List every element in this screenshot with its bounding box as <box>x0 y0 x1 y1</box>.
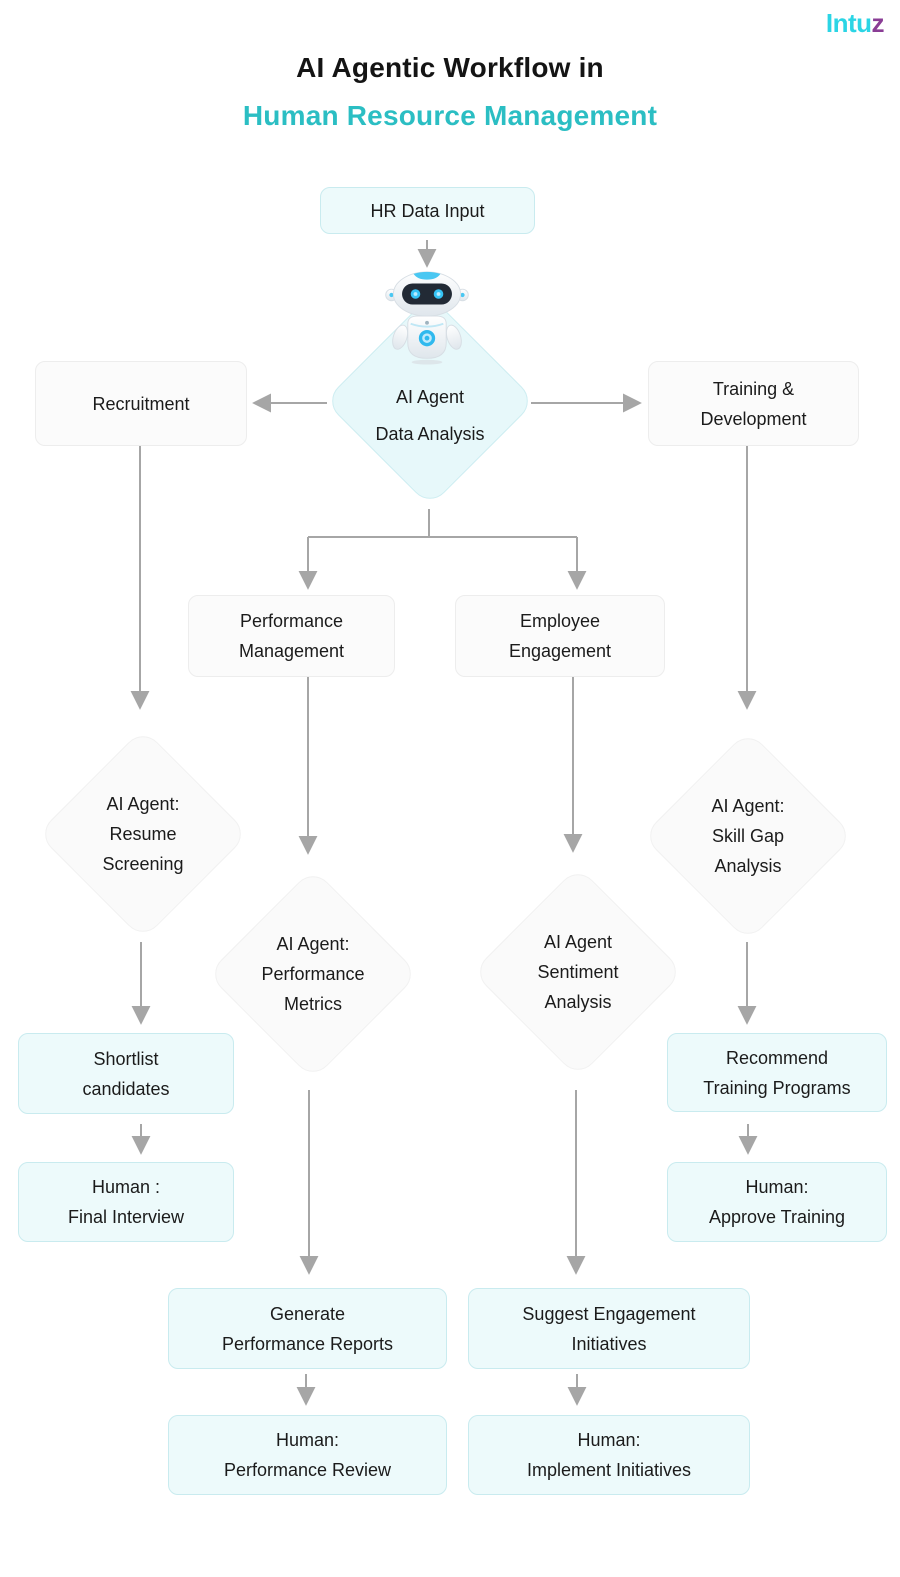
node-label-line: Recommend <box>725 1047 829 1068</box>
node-shortlist-candidates: Shortlist candidates <box>18 1033 234 1114</box>
node-label-line: AI Agent: <box>711 796 785 816</box>
node-label-line: Data Analysis <box>375 424 485 444</box>
node-label-line: Performance <box>239 611 344 631</box>
node-recruitment: Recruitment <box>35 361 247 446</box>
node-label-line: Suggest Engagement <box>522 1303 696 1324</box>
node-label-line: Resume <box>109 824 177 844</box>
node-label-line: candidates <box>82 1078 170 1099</box>
node-employee-engagement: Employee Engagement <box>455 595 665 677</box>
title-line-1: AI Agentic Workflow in <box>296 52 604 83</box>
node-label-line: Training & <box>712 378 795 399</box>
node-ai-agent-skill-gap-analysis: AI Agent: Skill Gap Analysis <box>641 729 855 943</box>
node-label-line: Training Programs <box>703 1077 851 1098</box>
node-label-line: Analysis <box>544 992 612 1012</box>
node-label-line: Initiatives <box>571 1333 647 1354</box>
node-label-line: Engagement <box>508 641 612 661</box>
node-recommend-training-programs: Recommend Training Programs <box>667 1033 887 1112</box>
node-hr-data-input: HR Data Input <box>320 187 535 234</box>
node-label-line: Human: <box>275 1430 340 1450</box>
node-ai-agent-sentiment-analysis: AI Agent Sentiment Analysis <box>471 865 685 1079</box>
node-human-approve-training: Human: Approve Training <box>667 1162 887 1242</box>
node-suggest-engagement-initiatives: Suggest Engagement Initiatives <box>468 1288 750 1369</box>
node-label-line: AI Agent: <box>276 934 350 954</box>
node-label-line: Human: <box>577 1430 641 1450</box>
node-label-line: AI Agent: <box>106 794 180 814</box>
node-label-line: Management <box>238 641 345 661</box>
node-label-line: Skill Gap <box>711 826 785 846</box>
logo-text-main: Intu <box>825 8 872 38</box>
logo-text-z: z <box>871 8 885 38</box>
node-generate-performance-reports: Generate Performance Reports <box>168 1288 447 1369</box>
node-ai-agent-resume-screening: AI Agent: Resume Screening <box>36 727 250 941</box>
node-label-line: Development <box>700 408 807 429</box>
node-label-line: Human : <box>91 1177 161 1197</box>
intuz-logo: Intuz <box>825 8 885 38</box>
node-label-line: Screening <box>102 854 184 874</box>
node-training-development: Training & Development <box>648 361 859 446</box>
node-label-line: Performance Review <box>223 1460 392 1480</box>
node-ai-agent-performance-metrics: AI Agent: Performance Metrics <box>206 867 420 1081</box>
node-label-line: AI Agent <box>395 387 465 407</box>
node-human-final-interview: Human : Final Interview <box>18 1162 234 1242</box>
node-label-line: Employee <box>519 611 601 631</box>
node-label: HR Data Input <box>370 200 485 221</box>
node-label-line: AI Agent <box>543 932 613 952</box>
node-label-line: Analysis <box>714 856 782 876</box>
node-label-line: Final Interview <box>67 1207 185 1227</box>
node-human-performance-review: Human: Performance Review <box>168 1415 447 1495</box>
node-human-implement-initiatives: Human: Implement Initiatives <box>468 1415 750 1495</box>
node-label: Recruitment <box>92 393 190 414</box>
node-label-line: Metrics <box>284 994 342 1014</box>
node-label-line: Implement Initiatives <box>526 1460 692 1480</box>
ai-robot-icon <box>385 271 469 365</box>
page-title: AI Agentic Workflow in Human Resource Ma… <box>0 44 900 140</box>
node-label-line: Approve Training <box>708 1207 846 1227</box>
node-label-line: Human: <box>745 1177 809 1197</box>
node-label-line: Performance <box>261 964 365 984</box>
node-label-line: Shortlist <box>93 1048 159 1069</box>
node-label-line: Sentiment <box>537 962 619 982</box>
node-label-line: Generate <box>269 1303 346 1324</box>
title-line-2: Human Resource Management <box>242 100 658 131</box>
node-performance-management: Performance Management <box>188 595 395 677</box>
node-label-line: Performance Reports <box>221 1333 394 1354</box>
